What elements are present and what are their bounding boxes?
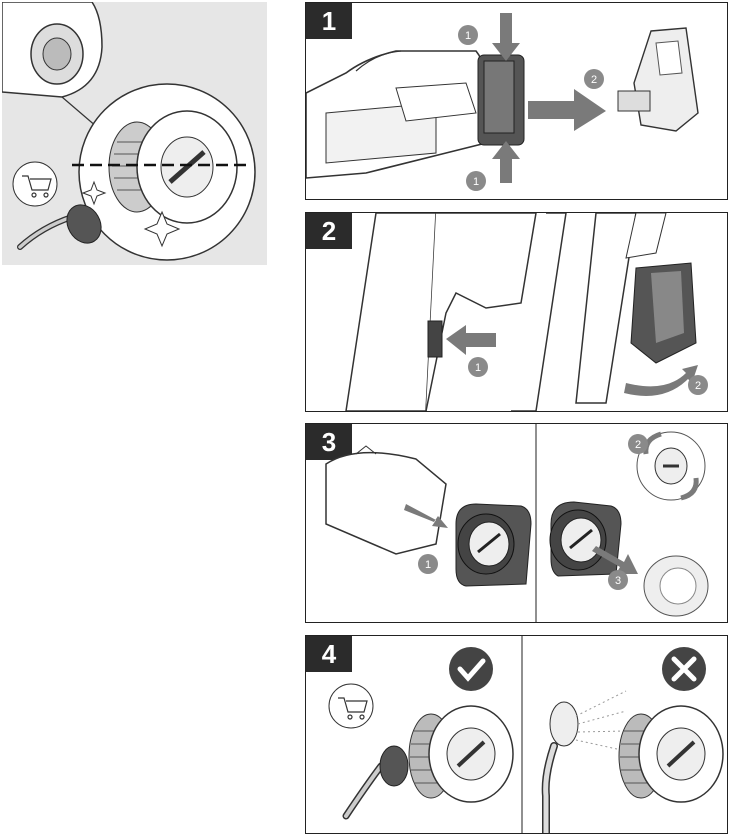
step-4-panel: 4 <box>305 635 728 834</box>
press-down-arrow <box>492 13 520 61</box>
intro-illustration <box>2 2 267 265</box>
checkmark-icon <box>449 647 493 691</box>
step-1-panel: 1 1 1 2 <box>305 2 728 200</box>
insert-arrow <box>404 504 448 528</box>
callout-number: 2 <box>635 439 641 451</box>
slide-out-arrow <box>528 89 606 131</box>
step-badge: 2 <box>306 213 352 249</box>
press-up-arrow <box>492 141 520 183</box>
callout-number: 1 <box>475 362 481 374</box>
callout-number: 1 <box>425 559 431 571</box>
callout-number: 2 <box>695 380 701 392</box>
shopping-cart-icon <box>22 175 52 198</box>
cross-icon <box>662 647 706 691</box>
callout-number: 2 <box>591 74 597 86</box>
open-arrow <box>624 365 698 396</box>
step-badge: 4 <box>306 636 352 672</box>
callout-number: 1 <box>473 176 479 188</box>
callout-number: 3 <box>615 575 621 587</box>
push-arrow <box>446 325 496 355</box>
callout-number: 1 <box>465 30 471 42</box>
step-2-panel: 2 1 2 <box>305 212 728 412</box>
step-3-panel: 3 1 2 3 <box>305 423 728 623</box>
step-badge: 3 <box>306 424 352 460</box>
shopping-cart-icon <box>338 697 368 720</box>
remove-arrow <box>592 546 638 574</box>
step-badge: 1 <box>306 3 352 39</box>
